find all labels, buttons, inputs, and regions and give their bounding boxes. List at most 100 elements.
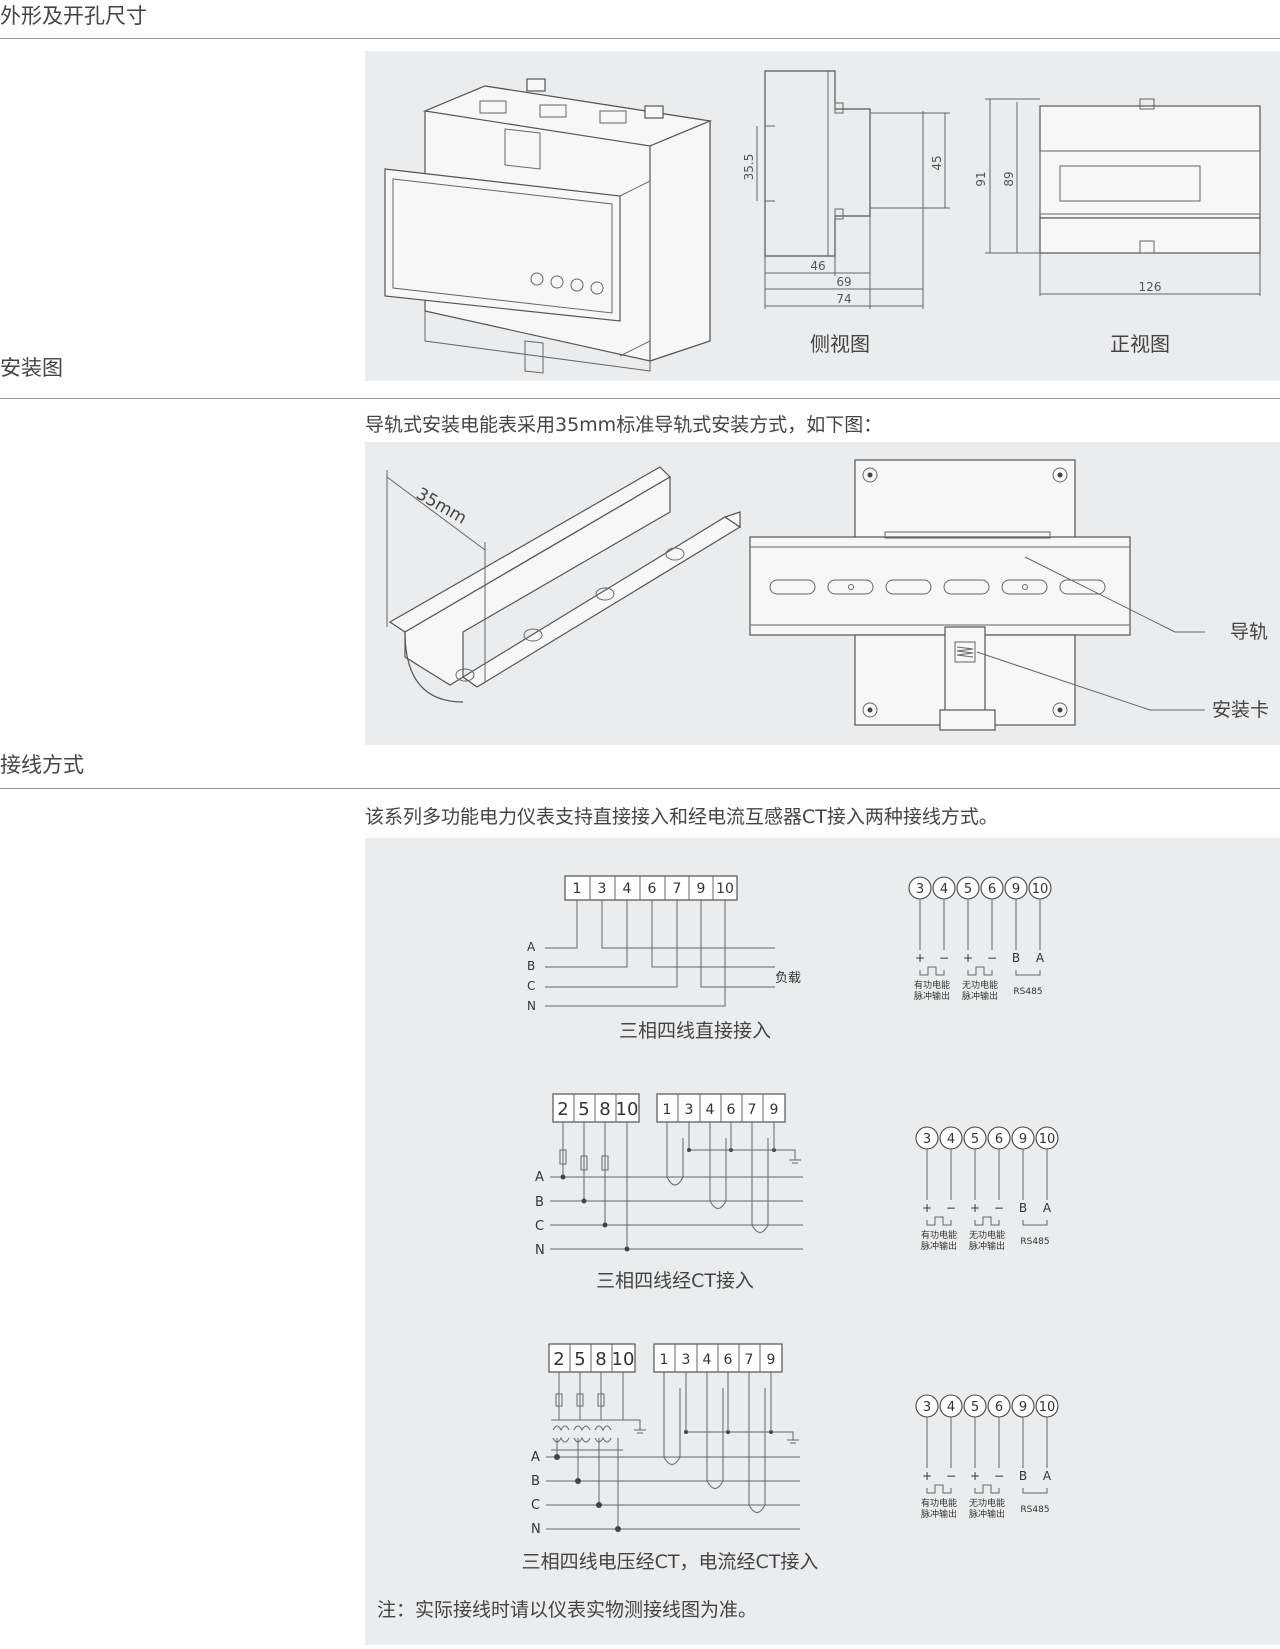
terminal-label: 5: [574, 1349, 585, 1370]
aux-sign: +: [915, 951, 925, 965]
terminal-label: 8: [595, 1349, 606, 1370]
dimensions-figure: 35.5 45 46 69 74 侧视图: [384, 70, 1261, 374]
reactive-energy-label: 脉冲输出: [962, 990, 998, 1002]
active-energy-label: 脉冲输出: [914, 990, 950, 1002]
aux-sign: B: [1019, 1201, 1027, 1215]
wiring-panel: 1 3 4 6 7 9 10 A B C N 负载 三相四线直接接入: [365, 838, 1280, 1645]
dimensions-panel: 35.5 45 46 69 74 侧视图: [365, 51, 1280, 381]
phase-label: N: [527, 999, 536, 1013]
aux-sign: +: [922, 1469, 932, 1483]
rs485-label: RS485: [1020, 1505, 1049, 1515]
aux-terminal-label: 9: [1019, 1132, 1027, 1147]
aux-sign: −: [994, 1469, 1004, 1483]
diagram-caption: 三相四线直接接入: [619, 1020, 771, 1042]
aux-terminal-label: 3: [923, 1132, 931, 1147]
phase-label: A: [527, 940, 536, 954]
aux-sign: −: [939, 951, 949, 965]
phase-label: B: [527, 959, 535, 973]
dim-45: 45: [930, 155, 944, 170]
terminal-label: 2: [557, 1099, 568, 1120]
phase-label: B: [535, 1195, 544, 1210]
active-energy-label: 有功电能: [921, 1497, 957, 1509]
terminal-label: 4: [623, 881, 632, 897]
rs485-label: RS485: [1013, 987, 1042, 997]
terminal-label: 1: [660, 1352, 669, 1368]
reactive-energy-label: 无功电能: [969, 1229, 1005, 1241]
dim-46: 46: [810, 259, 825, 273]
terminal-label: 6: [727, 1102, 736, 1118]
install-intro: 导轨式安装电能表采用35mm标准导轨式安装方式，如下图：: [365, 414, 883, 436]
install-panel: 35mm: [365, 442, 1280, 745]
aux-sign: −: [994, 1201, 1004, 1215]
terminal-label: 8: [599, 1099, 610, 1120]
terminal-label: 10: [612, 1349, 635, 1370]
rail-width-label: 35mm: [413, 484, 470, 529]
aux-terminal-label: 10: [1039, 1132, 1056, 1147]
aux-sign: −: [987, 951, 997, 965]
aux-terminal-label: 4: [947, 1400, 955, 1415]
dim-69: 69: [836, 275, 851, 289]
dim-74: 74: [836, 292, 851, 306]
terminal-label: 5: [578, 1099, 589, 1120]
clip-label: 安装卡: [1212, 699, 1269, 721]
rs485-label: RS485: [1020, 1237, 1049, 1247]
aux-sign: B: [1012, 951, 1020, 965]
reactive-energy-label: 无功电能: [969, 1497, 1005, 1509]
active-energy-label: 脉冲输出: [921, 1508, 957, 1520]
aux-sign: −: [946, 1469, 956, 1483]
aux-terminal-label: 3: [923, 1400, 931, 1415]
aux-terminal-label: 4: [940, 882, 948, 897]
terminal-label: 9: [767, 1352, 776, 1368]
dim-126: 126: [1139, 280, 1162, 294]
section-title-wiring: 接线方式: [0, 753, 84, 777]
rail-label: 导轨: [1230, 621, 1268, 643]
diagram-ct: 2 5 8 10 1 3 4 6 7 9 A B C: [535, 1093, 803, 1292]
aux-sign: +: [970, 1469, 980, 1483]
install-figure: 35mm: [386, 459, 1269, 731]
diagram-pt-ct: 2 5 8 10 1 3 4 6 7 9 A B C: [522, 1343, 819, 1573]
aux-terminals-1: 3 4 5 6 9 10 + − + − B A 有功电能: [908, 876, 1052, 1002]
terminal-label: 7: [748, 1102, 757, 1118]
phase-label: C: [531, 1498, 540, 1513]
diagram-caption: 三相四线电压经CT，电流经CT接入: [522, 1551, 819, 1573]
aux-terminal-label: 10: [1039, 1400, 1056, 1415]
terminal-label: 4: [706, 1102, 715, 1118]
divider: [0, 38, 1280, 39]
terminal-label: 1: [663, 1102, 672, 1118]
terminal-label: 9: [697, 881, 706, 897]
phase-label: N: [531, 1522, 541, 1537]
aux-sign: A: [1043, 1201, 1052, 1215]
aux-terminal-label: 9: [1019, 1400, 1027, 1415]
aux-terminals-3: 3 4 5 6 9 10 + − + − B A 有功电能: [915, 1394, 1059, 1520]
din-rail-drawing: [386, 466, 742, 703]
aux-terminal-label: 3: [916, 882, 924, 897]
terminal-label: 6: [648, 881, 657, 897]
aux-sign: +: [963, 951, 973, 965]
dim-91: 91: [974, 171, 988, 186]
aux-terminal-label: 5: [971, 1132, 979, 1147]
reactive-energy-label: 脉冲输出: [969, 1508, 1005, 1520]
aux-terminal-label: 6: [995, 1132, 1003, 1147]
divider: [0, 398, 1280, 399]
aux-terminal-label: 4: [947, 1132, 955, 1147]
reactive-energy-label: 无功电能: [962, 979, 998, 991]
aux-terminal-label: 6: [995, 1400, 1003, 1415]
side-view-caption: 侧视图: [810, 332, 870, 356]
active-energy-label: 有功电能: [921, 1229, 957, 1241]
section-title-dimensions: 外形及开孔尺寸: [0, 4, 147, 28]
aux-sign: B: [1019, 1469, 1027, 1483]
phase-label: C: [535, 1219, 544, 1234]
phase-label: C: [527, 979, 535, 993]
section-title-install: 安装图: [0, 356, 63, 380]
phase-label: N: [535, 1243, 545, 1258]
terminal-label: 3: [598, 881, 607, 897]
active-energy-label: 脉冲输出: [921, 1240, 957, 1252]
terminal-label: 1: [573, 881, 582, 897]
terminal-label: 3: [682, 1352, 691, 1368]
diagram-caption: 三相四线经CT接入: [596, 1270, 754, 1292]
aux-terminals-2: 3 4 5 6 9 10 + − + − B A 有功电能: [915, 1126, 1059, 1252]
aux-sign: +: [922, 1201, 932, 1215]
aux-sign: A: [1043, 1469, 1052, 1483]
load-label: 负载: [775, 971, 801, 986]
aux-sign: +: [970, 1201, 980, 1215]
